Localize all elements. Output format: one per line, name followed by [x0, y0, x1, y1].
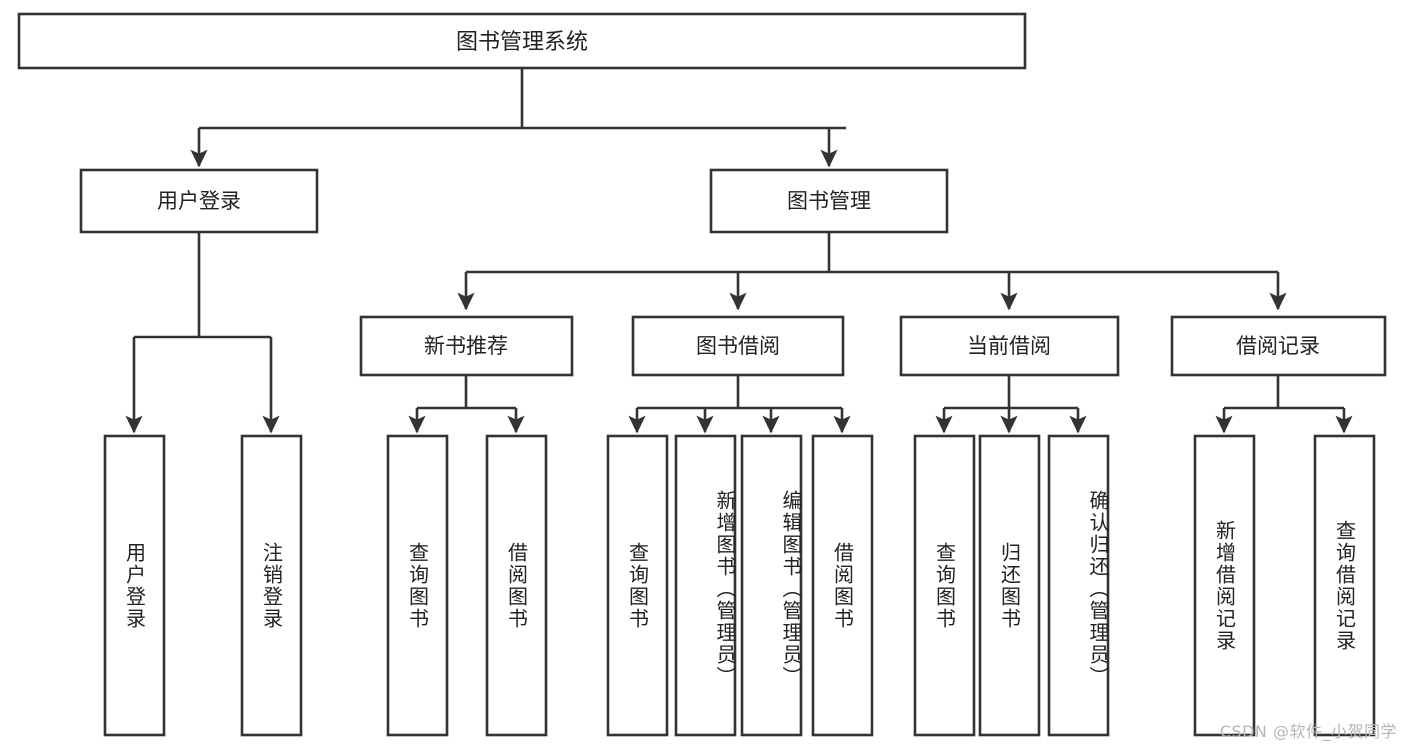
leaf-node[interactable] [978, 434, 1041, 737]
leaf-node[interactable] [386, 434, 449, 737]
node-current-borrow[interactable]: 当前借阅 [899, 315, 1120, 377]
leaf-node[interactable] [1047, 434, 1110, 737]
node-book-management-label: 图书管理 [787, 189, 871, 213]
node-current-borrow-label: 当前借阅 [967, 334, 1051, 358]
leaf-node[interactable] [485, 434, 548, 737]
node-borrow-record[interactable]: 借阅记录 [1170, 315, 1387, 377]
connector-currentborrow-to-leaves [935, 375, 1087, 434]
node-user-login-label: 用户登录 [157, 189, 241, 213]
leaf-node[interactable] [240, 434, 303, 737]
connector-root-to-level1 [190, 68, 846, 168]
connector-userlogin-to-leaves [125, 232, 280, 434]
node-new-book-recommend-label: 新书推荐 [424, 334, 508, 358]
node-book-borrow[interactable]: 图书借阅 [631, 315, 845, 377]
node-root[interactable]: 图书管理系统 [17, 12, 1027, 70]
node-root-label: 图书管理系统 [456, 30, 588, 55]
leaf-node[interactable] [913, 434, 976, 737]
node-book-borrow-label: 图书借阅 [696, 334, 780, 358]
leaf-node[interactable] [103, 434, 166, 737]
connector-newbook-to-leaves [408, 375, 525, 434]
node-user-login[interactable]: 用户登录 [79, 168, 319, 234]
leaf-node[interactable] [674, 434, 737, 737]
leaf-node[interactable] [1193, 434, 1256, 737]
node-book-management[interactable]: 图书管理 [709, 168, 949, 234]
leaf-node[interactable] [811, 434, 874, 737]
watermark: CSDN @软件_小贺同学 [1219, 722, 1397, 741]
connector-bookmgmt-to-level2 [457, 232, 1287, 311]
leaf-node[interactable] [1313, 434, 1376, 737]
leaf-node[interactable] [740, 434, 803, 737]
connector-bookborrow-to-leaves [628, 375, 851, 434]
node-new-book-recommend[interactable]: 新书推荐 [359, 315, 574, 377]
node-borrow-record-label: 借阅记录 [1236, 334, 1320, 358]
connector-borrowrecord-to-leaves [1215, 375, 1353, 434]
leaf-node[interactable] [606, 434, 669, 737]
